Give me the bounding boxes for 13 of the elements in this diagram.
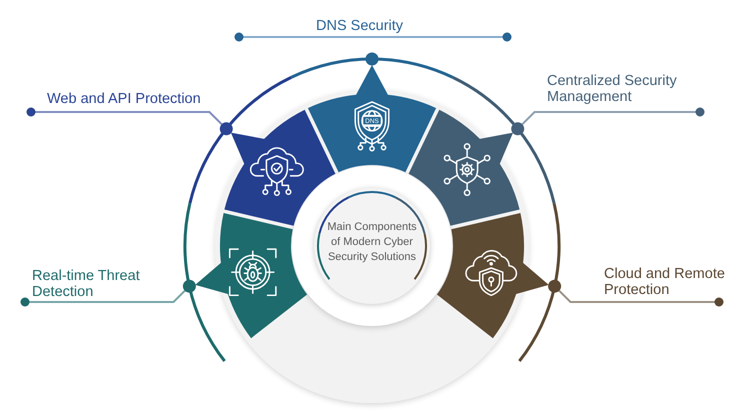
component-label: Cloud and Remote Protection	[604, 266, 730, 298]
leader-line	[26, 108, 233, 136]
component-label: Web and API Protection	[47, 91, 201, 107]
component-label: DNS Security	[316, 18, 404, 34]
component-label: Real-time Threat Detection	[32, 268, 150, 300]
sector-segment	[435, 210, 550, 341]
sector-segment	[305, 64, 439, 174]
sector-segment	[194, 210, 310, 341]
center-text: Main Components of Modern Cyber Security Solutions	[326, 220, 418, 265]
leader-line	[511, 108, 704, 136]
component-label: Centralized Security Management	[547, 73, 697, 105]
leader-line	[20, 280, 196, 306]
leader-line	[548, 280, 724, 306]
